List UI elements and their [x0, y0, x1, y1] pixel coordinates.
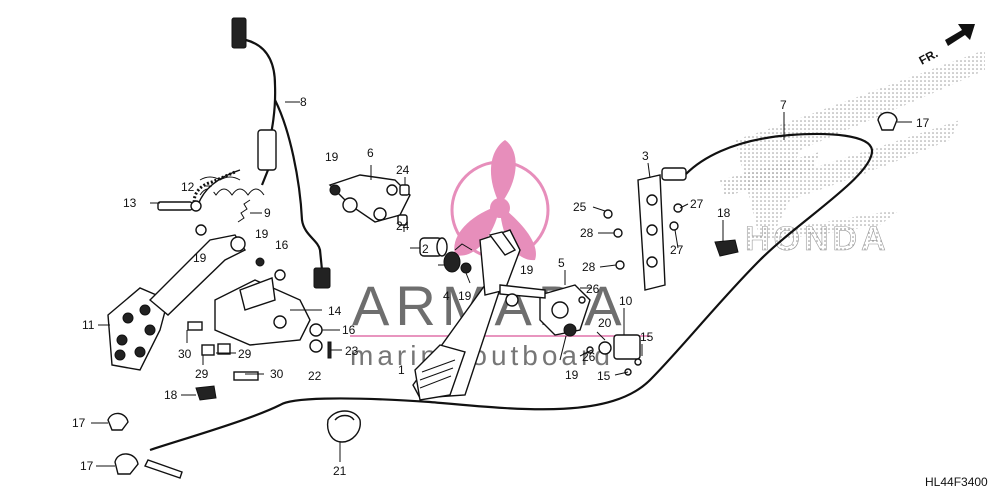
sensor-lever-part-5	[499, 284, 591, 336]
callout-29a: 29	[238, 347, 252, 361]
callout-15a: 15	[640, 330, 654, 344]
callout-19e: 19	[520, 263, 534, 277]
honda-wing-logo	[720, 50, 985, 240]
callout-19f: 19	[565, 368, 579, 382]
diagram-code: HL44F3400	[925, 475, 988, 489]
callout-8: 8	[300, 95, 307, 109]
callout-15b: 15	[597, 369, 611, 383]
callout-27b: 27	[670, 243, 684, 257]
clamp-part-17c	[114, 453, 183, 479]
callout-16b: 16	[342, 323, 356, 337]
callout-4: 4	[443, 289, 450, 303]
harness-part-8	[231, 17, 331, 289]
clamp-part-21	[326, 410, 361, 443]
cable-part-7	[149, 132, 874, 452]
callout-30a: 30	[178, 347, 192, 361]
callout-21: 21	[333, 464, 347, 478]
callout-22: 22	[308, 369, 322, 383]
callout-6: 6	[367, 146, 374, 160]
callout-18a: 18	[717, 206, 731, 220]
callout-9: 9	[264, 206, 271, 220]
callout-19a: 19	[255, 227, 269, 241]
spring-part-9	[237, 199, 251, 223]
callout-26a: 26	[586, 282, 600, 296]
callout-2: 2	[422, 242, 429, 256]
callout-20: 20	[598, 316, 612, 330]
callout-19c: 19	[325, 150, 339, 164]
callout-17c: 17	[80, 459, 94, 473]
callout-26b: 26	[582, 350, 596, 364]
front-direction-label: FR.	[917, 46, 941, 67]
pin-part-13	[157, 200, 202, 212]
callout-3: 3	[642, 149, 649, 163]
callout-24a: 24	[396, 163, 410, 177]
callout-23: 23	[345, 344, 359, 358]
callout-30b: 30	[270, 367, 284, 381]
bushing-part-24b	[397, 214, 408, 226]
clamp-part-17b	[107, 412, 129, 431]
pedal-bracket-part-6	[328, 174, 411, 223]
callout-17b: 17	[72, 416, 86, 430]
callout-25: 25	[573, 200, 587, 214]
callout-5: 5	[558, 256, 565, 270]
spring-part-12	[192, 169, 265, 211]
spring-part-4	[443, 243, 473, 273]
brake-pedal-part-11	[107, 234, 247, 371]
callout-28b: 28	[582, 260, 596, 274]
module-part-10	[598, 334, 641, 360]
bushing-part-2	[419, 237, 448, 257]
callout-10: 10	[619, 294, 633, 308]
bushing-part-24a	[399, 184, 410, 196]
watermark-propeller-logo	[450, 140, 550, 261]
callout-12: 12	[181, 180, 195, 194]
callout-16a: 16	[275, 238, 289, 252]
callout-11: 11	[82, 318, 95, 332]
callout-24b: 24	[396, 219, 410, 233]
callout-14: 14	[328, 304, 342, 318]
callout-19b: 19	[193, 251, 207, 265]
callout-28a: 28	[580, 226, 594, 240]
clip-part-18a	[714, 239, 739, 257]
callout-17a: 17	[916, 116, 930, 130]
bracket-part-14	[214, 277, 311, 346]
callout-13: 13	[123, 196, 137, 210]
bracket-plate-part-3	[637, 174, 666, 291]
leader-lines	[91, 101, 912, 467]
clamp-part-17a	[877, 111, 898, 131]
callout-1: 1	[398, 363, 405, 377]
clip-part-18b	[195, 385, 217, 401]
callout-27a: 27	[690, 197, 704, 211]
callout-7: 7	[780, 98, 787, 112]
callout-29b: 29	[195, 367, 209, 381]
callout-18b: 18	[164, 388, 178, 402]
accelerator-pedal-part-1	[412, 229, 521, 401]
callout-19d: 19	[458, 289, 472, 303]
small-hardware	[187, 184, 683, 381]
callout-numbers: 8 12 13 9 19 19 16 11 14 16 23 22 30 29 …	[72, 95, 930, 478]
